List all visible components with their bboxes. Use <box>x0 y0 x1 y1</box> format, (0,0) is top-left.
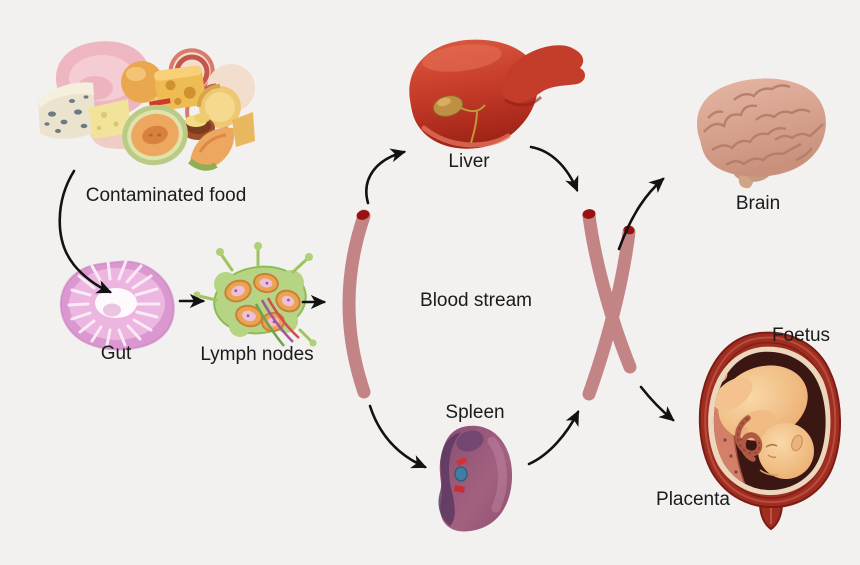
spleen-hilum-vessels <box>454 457 468 493</box>
label-spleen: Spleen <box>445 402 505 423</box>
lymph-nodes-illustration <box>193 242 317 347</box>
brain-illustration <box>696 78 826 189</box>
placenta-uterus-illustration <box>698 331 841 531</box>
liver-illustration <box>409 39 586 149</box>
foetus-head <box>758 423 814 479</box>
arrow-spleen-to-blood-stream <box>527 409 580 466</box>
arrow-blood-stream-to-liver <box>365 148 407 205</box>
label-liver: Liver <box>448 151 490 172</box>
label-contaminated-food: Contaminated food <box>85 185 247 206</box>
foetus-figure <box>713 365 814 479</box>
spleen-illustration <box>438 425 513 532</box>
gallbladder <box>432 95 486 144</box>
gut-villi <box>67 259 161 347</box>
brain-gyri <box>703 84 824 167</box>
arrow-blood-stream-to-placenta <box>639 385 675 422</box>
lymph-hilum-vessels <box>254 297 300 347</box>
gut-illustration <box>59 259 175 351</box>
lymph-vessels-stalks <box>197 246 313 343</box>
vessel-arc-left <box>342 209 371 399</box>
label-brain: Brain <box>735 193 781 214</box>
arrow-liver-to-blood-stream <box>529 145 579 193</box>
label-placenta: Placenta <box>656 489 730 510</box>
vessel-arc-right-inner <box>582 225 636 401</box>
arrow-food-to-gut <box>58 169 113 294</box>
arrow-blood-stream-to-spleen <box>368 404 428 469</box>
label-gut: Gut <box>100 343 132 364</box>
arrow-blood-stream-to-brain <box>617 177 665 251</box>
label-lymph-nodes: Lymph nodes <box>200 344 314 365</box>
flow-arrows <box>58 145 675 469</box>
label-blood-stream: Blood stream <box>420 290 532 311</box>
blood-vessel-arcs <box>342 209 637 401</box>
vessel-arc-right-outer <box>582 209 637 374</box>
label-foetus: Foetus <box>771 325 831 346</box>
contaminated-food-image <box>38 41 255 171</box>
